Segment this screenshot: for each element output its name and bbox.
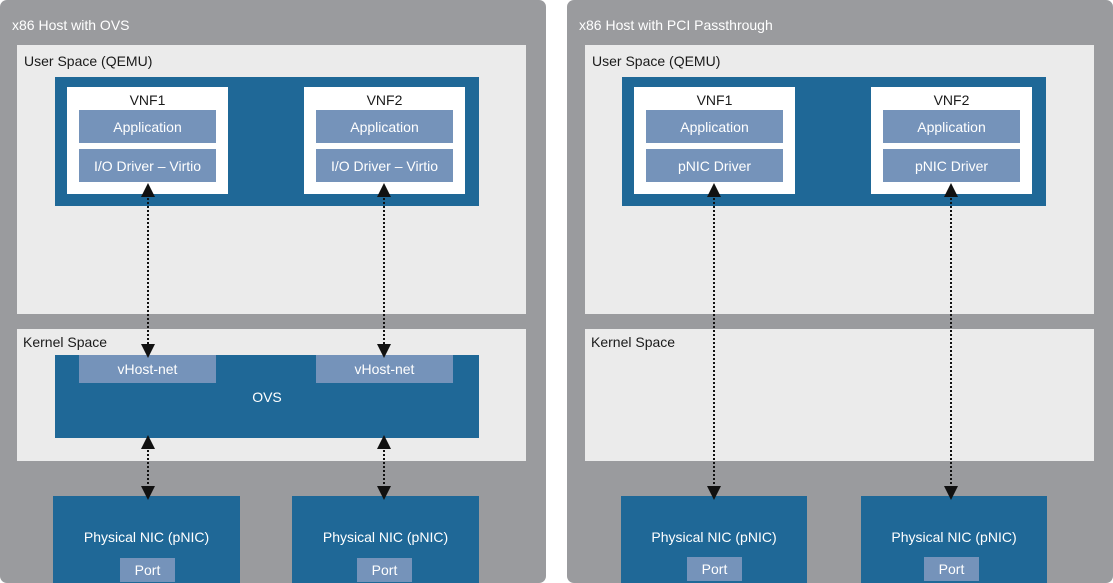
left-vnf1-application: Application xyxy=(79,110,216,143)
right-nic-2-label: Physical NIC (pNIC) xyxy=(891,529,1017,545)
vhost-net-1: vHost-net xyxy=(79,355,216,383)
ovs-label: OVS xyxy=(252,389,282,405)
left-kernel-space-title: Kernel Space xyxy=(23,334,108,350)
right-nic-1-label: Physical NIC (pNIC) xyxy=(651,529,777,545)
left-vnf2-application: Application xyxy=(316,110,453,143)
left-nic-2-port: Port xyxy=(357,558,412,582)
left-nic-2-label: Physical NIC (pNIC) xyxy=(322,529,449,545)
left-vnf2-driver: I/O Driver – Virtio xyxy=(316,149,453,182)
right-vnf1-application: Application xyxy=(646,110,783,143)
left-vnf2-title: VNF2 xyxy=(366,92,403,108)
right-vnf2-title: VNF2 xyxy=(933,92,970,108)
vhost-net-2: vHost-net xyxy=(316,355,453,383)
left-vnf1-driver: I/O Driver – Virtio xyxy=(79,149,216,182)
right-vnf2-driver: pNIC Driver xyxy=(883,149,1020,182)
left-nic-1-port: Port xyxy=(120,558,175,582)
right-kernel-space-title: Kernel Space xyxy=(591,334,676,350)
right-user-space-title: User Space (QEMU) xyxy=(592,53,721,69)
left-vnf1-title: VNF1 xyxy=(129,92,166,108)
right-kernel-space xyxy=(585,329,1094,461)
right-nic-2-port: Port xyxy=(924,557,979,581)
right-vnf2-application: Application xyxy=(883,110,1020,143)
left-host-title: x86 Host with OVS xyxy=(12,17,130,33)
left-nic-1-label: Physical NIC (pNIC) xyxy=(83,529,210,545)
right-vnf1-driver: pNIC Driver xyxy=(646,149,783,182)
right-host-title: x86 Host with PCI Passthrough xyxy=(579,17,773,33)
left-user-space-title: User Space (QEMU) xyxy=(24,53,153,69)
right-vnf1-title: VNF1 xyxy=(696,92,733,108)
right-nic-1-port: Port xyxy=(687,557,742,581)
